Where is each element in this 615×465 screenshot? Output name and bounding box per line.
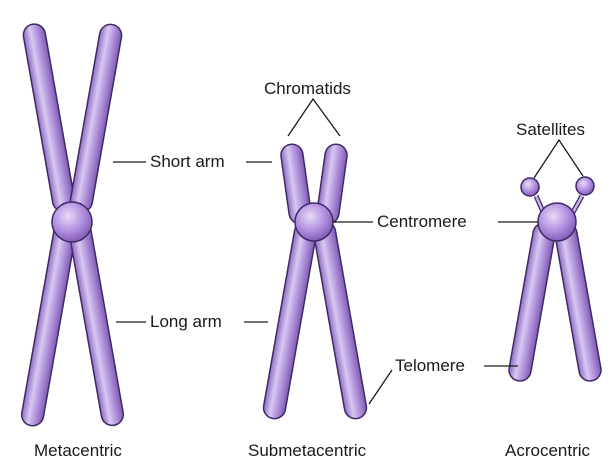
submetacentric-centromere [295, 203, 333, 241]
caption-metacentric: Metacentric [34, 442, 122, 459]
acrocentric-centromere [538, 203, 576, 241]
label-long-arm: Long arm [150, 313, 222, 330]
acrocentric-long-arm-left [507, 221, 556, 382]
metacentric-chromosome [20, 22, 125, 427]
caption-acrocentric: Acrocentric [505, 442, 590, 459]
acrocentric-long-arm-right [553, 221, 602, 382]
chromatids-leader [288, 99, 340, 136]
metacentric-long-arm-left [20, 217, 78, 428]
label-short-arm: Short arm [150, 153, 225, 170]
acrocentric-chromosome [507, 177, 602, 383]
label-telomere: Telomere [395, 357, 465, 374]
submetacentric-long-arm-right [312, 220, 368, 421]
metacentric-centromere [52, 202, 92, 242]
caption-submetacentric: Submetacentric [248, 442, 366, 459]
label-chromatids: Chromatids [264, 80, 351, 97]
label-satellites: Satellites [516, 121, 585, 138]
metacentric-short-arm-left [22, 22, 77, 213]
metacentric-short-arm-right [69, 23, 124, 214]
satellite-right [576, 177, 594, 195]
submetacentric-chromosome [262, 143, 368, 421]
satellites-leader [534, 140, 583, 178]
satellite-left [521, 178, 539, 196]
label-centromere: Centromere [377, 213, 467, 230]
submetacentric-long-arm-left [262, 220, 318, 421]
telomere-leader-left [369, 370, 392, 404]
